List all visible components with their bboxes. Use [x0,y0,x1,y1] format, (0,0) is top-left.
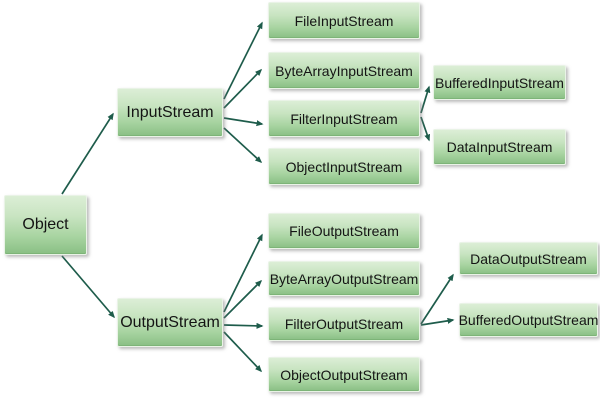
node-fileoutputstream: FileOutputStream [268,213,420,249]
node-bufferedoutputstream: BufferedOutputStream [459,303,598,337]
edge-inputstream-to-fileinputstream [223,21,263,100]
edge-outputstream-to-objectoutputstream [223,331,263,373]
node-bytearrayoutputstream: ByteArrayOutputStream [268,261,420,296]
node-objectinputstream: ObjectInputStream [268,148,420,185]
node-objectoutputstream: ObjectOutputStream [268,357,420,392]
edge-object-to-outputstream [61,255,115,319]
edge-filterinputstream-to-datainputstream [420,116,431,142]
node-outputstream: OutputStream [117,298,223,347]
node-dataoutputstream: DataOutputStream [459,242,598,275]
node-filteroutputstream: FilterOutputStream [268,307,420,341]
edge-outputstream-to-filteroutputstream [223,322,264,329]
edge-object-to-inputstream [61,112,114,195]
node-filterinputstream: FilterInputStream [268,100,420,137]
node-bytearrayinputstream: ByteArrayInputStream [268,52,420,89]
edge-outputstream-to-fileoutputstream [223,233,263,313]
edge-inputstream-to-bytearrayinputstream [223,68,263,109]
node-datainputstream: DataInputStream [433,129,566,165]
edge-filteroutputstream-to-dataoutputstream [420,273,454,325]
node-fileinputstream: FileInputStream [268,2,420,39]
edge-outputstream-to-bytearrayoutputstream [223,279,263,319]
edge-inputstream-to-objectinputstream [223,127,263,164]
node-bufferedinputstream: BufferedInputStream [433,65,566,100]
node-object: Object [4,195,87,255]
edge-inputstream-to-filterinputstream [223,117,264,127]
node-inputstream: InputStream [117,88,223,137]
edge-filterinputstream-to-bufferedinputstream [420,85,431,114]
edge-filteroutputstream-to-bufferedoutputstream [420,317,455,326]
